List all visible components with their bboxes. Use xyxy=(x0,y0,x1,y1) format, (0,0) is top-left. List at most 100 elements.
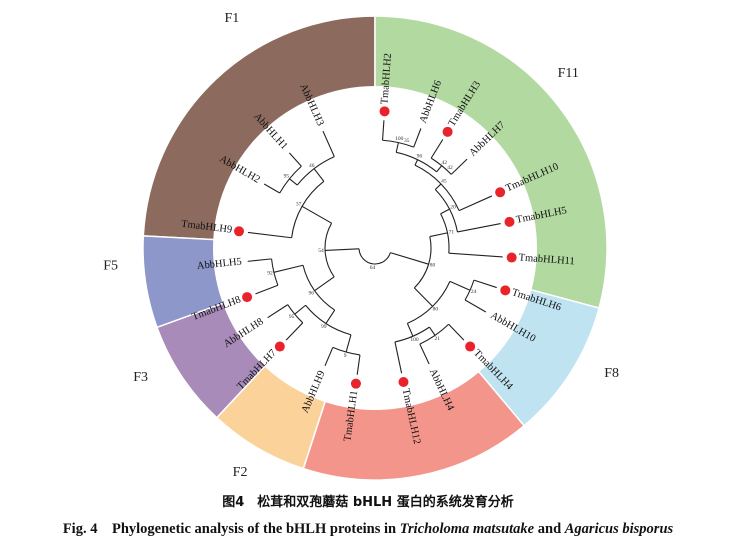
leaf-marker-tmabhlh10 xyxy=(495,187,506,198)
branch-line xyxy=(464,299,487,313)
branch-line xyxy=(314,276,335,292)
bootstrap-value: 45 xyxy=(441,178,447,184)
branch-line xyxy=(413,287,433,307)
branch-line xyxy=(406,323,414,337)
tree-branches xyxy=(247,120,503,375)
branch-line xyxy=(289,178,298,186)
branch-line xyxy=(434,183,442,190)
family-label-f8: F8 xyxy=(604,366,619,381)
caption-prefix: Fig. 4 Phylogenetic analysis of the bHLH… xyxy=(62,521,400,537)
leaf-marker-tmabhlh3 xyxy=(442,126,453,137)
family-label-f5: F5 xyxy=(103,259,118,274)
family-label-f1: F1 xyxy=(225,11,240,26)
bootstrap-value: 100 xyxy=(410,337,419,343)
bootstrap-value: 46 xyxy=(309,163,315,169)
branch-line xyxy=(429,232,448,238)
branch-line xyxy=(436,165,443,173)
branch-line xyxy=(273,264,304,273)
family-label-f3: F3 xyxy=(133,370,148,385)
branch-arc xyxy=(358,248,391,265)
leaf-marker-tmabhlh6 xyxy=(500,285,511,296)
caption-species-1: Tricholoma matsutake xyxy=(399,521,535,537)
bootstrap-value: 96 xyxy=(417,153,423,159)
family-label-f2: F2 xyxy=(233,465,248,480)
phylogenetic-tree: 100 42 96 45 20 71 24 21 100 80 80 9 95 99 92 96 95 46 37 5… xyxy=(103,11,619,481)
branch-line xyxy=(356,354,361,375)
branch-line xyxy=(247,258,272,262)
branch-line xyxy=(395,142,399,153)
leaf-marker-tmabhlh11 xyxy=(506,252,517,263)
bootstrap-value: 42 xyxy=(441,160,447,166)
leaf-label-tmabhlh2: TmabHLH2 xyxy=(379,53,394,105)
caption-species-2: Agaricus bisporus xyxy=(564,521,674,537)
leaf-marker-tmabhlh4 xyxy=(465,341,476,352)
leaf-marker-tmabhlh7 xyxy=(274,341,285,352)
bootstrap-value: 71 xyxy=(449,229,455,235)
branch-line xyxy=(301,205,332,224)
branch-line xyxy=(458,195,493,212)
bootstrap-value: 80 xyxy=(433,306,439,312)
branch-line xyxy=(325,248,360,251)
leaf-label-abbhlh5: AbbHLH5 xyxy=(196,256,242,272)
branch-line xyxy=(263,183,281,194)
figure-caption-english: Fig. 4 Phylogenetic analysis of the bHLH… xyxy=(0,517,736,538)
bootstrap-value: 21 xyxy=(435,336,441,342)
bootstrap-value: 20 xyxy=(450,205,456,211)
figure-caption-chinese: 图4 松茸和双孢蘑菇 bHLH 蛋白的系统发育分析 xyxy=(222,495,514,510)
bootstrap-value: 95 xyxy=(284,174,290,180)
branch-line xyxy=(288,152,302,167)
bootstrap-value: 54 xyxy=(318,248,324,254)
bootstrap-value: 92 xyxy=(267,270,273,276)
branch-line xyxy=(322,130,335,157)
bootstrap-value: 80 xyxy=(430,263,436,269)
family-labels: F1F11F8F10F2F3F5 xyxy=(103,11,619,480)
leaf-marker-tmabhlh8 xyxy=(242,292,253,303)
leaf-marker-tmabhlh9 xyxy=(234,226,245,237)
branch-line xyxy=(448,252,503,258)
branch-line xyxy=(449,280,471,291)
family-label-f11: F11 xyxy=(558,66,579,81)
branch-line xyxy=(473,279,497,289)
leaf-markers xyxy=(234,106,517,389)
bootstrap-values: 100 42 96 45 20 71 24 21 100 80 80 9 95 99 92 96 95 46 37 5… xyxy=(267,136,476,359)
branch-line xyxy=(324,347,334,367)
caption-and: and xyxy=(534,521,565,537)
branch-line xyxy=(294,304,306,315)
branch-line xyxy=(313,168,325,182)
bootstrap-value: 42 xyxy=(447,165,453,171)
bootstrap-value: 9 xyxy=(344,353,347,359)
bootstrap-value: 64 xyxy=(370,265,376,271)
bootstrap-value: 96 xyxy=(309,290,315,296)
branch-line xyxy=(285,322,304,341)
leaf-marker-tmabhlh2 xyxy=(379,106,390,117)
bootstrap-value: 100 xyxy=(395,136,404,142)
branch-line xyxy=(390,252,429,265)
bootstrap-value: 95 xyxy=(289,314,295,320)
branch-arc xyxy=(296,156,335,186)
branch-line xyxy=(255,284,279,295)
branch-line xyxy=(325,309,336,324)
branch-line xyxy=(448,323,465,341)
bootstrap-value: 35 xyxy=(404,138,410,144)
leaf-marker-tmabhlh1 xyxy=(350,378,361,389)
branch-line xyxy=(394,341,403,374)
branch-line xyxy=(413,128,422,148)
branch-line xyxy=(450,158,468,175)
bootstrap-value: 24 xyxy=(471,289,477,295)
branch-line xyxy=(440,208,450,215)
bootstrap-value: 99 xyxy=(321,324,327,330)
branch-arc xyxy=(440,213,450,254)
leaf-marker-tmabhlh5 xyxy=(504,216,515,227)
leaf-label-tmabhlh11: TmabHLH11 xyxy=(518,252,575,267)
branch-line xyxy=(414,159,419,166)
branch-line xyxy=(457,223,501,233)
branch-line xyxy=(381,120,385,141)
bootstrap-value: 37 xyxy=(296,202,302,208)
branch-line xyxy=(345,334,352,353)
inner-white-disk xyxy=(213,86,537,410)
branch-line xyxy=(247,231,292,239)
branch-line xyxy=(428,326,436,336)
branch-line xyxy=(267,304,289,319)
leaf-marker-tmabhlh12 xyxy=(398,377,409,388)
branch-line xyxy=(419,343,430,365)
